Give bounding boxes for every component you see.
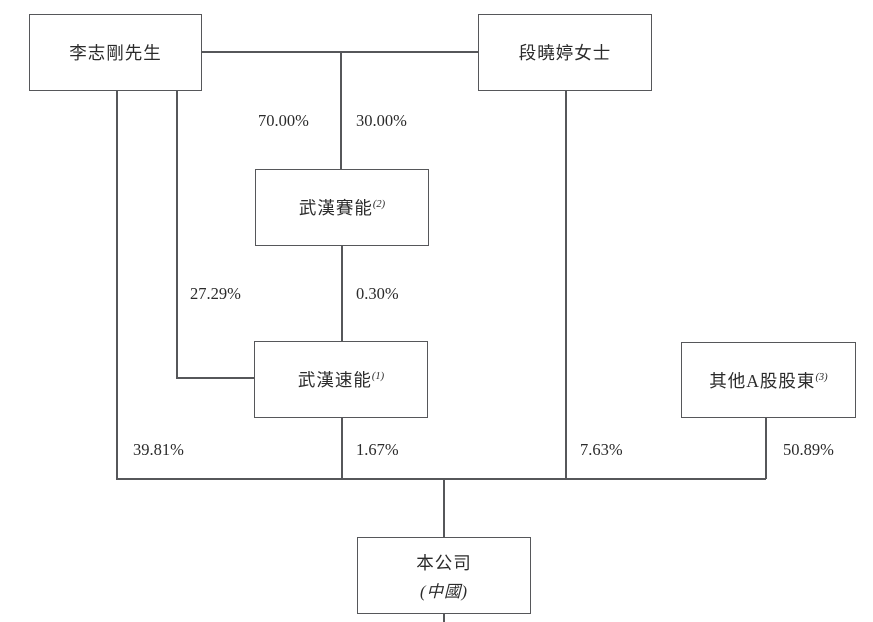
connector-saineng-to-suneng-line — [341, 246, 343, 341]
connector-other-to-company-line — [765, 418, 767, 479]
node-the-company-country-label: (中國) — [420, 581, 468, 601]
connector-li-to-company-line — [116, 91, 118, 479]
percent-li-company: 39.81% — [133, 440, 184, 459]
connector-suneng-to-company-line — [341, 418, 343, 479]
percent-li-saineng: 70.00% — [258, 111, 309, 130]
percent-duan-saineng: 30.00% — [356, 111, 407, 130]
node-wuhan-suneng: 武漢速能(1) — [254, 341, 428, 418]
node-wuhan-suneng-label: 武漢速能(1) — [297, 370, 385, 390]
node-duan-xiaoting: 段曉婷女士 — [478, 14, 652, 91]
node-wuhan-saineng: 武漢賽能(2) — [255, 169, 429, 246]
footnote-marker-3: (3) — [815, 371, 828, 383]
node-the-company: 本公司 (中國) — [357, 537, 531, 614]
percent-other-company: 50.89% — [783, 440, 834, 459]
node-the-company-label: 本公司 — [416, 552, 472, 573]
percent-saineng-suneng: 0.30% — [356, 284, 399, 303]
connector-li-duan-line — [202, 51, 478, 53]
percent-suneng-company: 1.67% — [356, 440, 399, 459]
node-other-a-share-holders-label: 其他A股股東(3) — [709, 370, 828, 391]
connector-down-to-saineng-line — [340, 52, 342, 169]
node-other-a-share-holders: 其他A股股東(3) — [681, 342, 856, 418]
percent-li-suneng: 27.29% — [190, 284, 241, 303]
connector-li-to-suneng-vline — [176, 91, 178, 378]
percent-duan-company: 7.63% — [580, 440, 623, 459]
connector-bus-to-company-line — [443, 479, 445, 537]
connector-li-to-suneng-hline — [176, 377, 254, 379]
node-li-zhigang-label: 李志剛先生 — [69, 43, 162, 63]
footnote-marker-2: (2) — [372, 199, 386, 211]
connector-company-down-stub-line — [443, 614, 445, 622]
node-li-zhigang: 李志剛先生 — [29, 14, 202, 91]
footnote-marker-1: (1) — [371, 371, 385, 383]
node-wuhan-saineng-label: 武漢賽能(2) — [298, 198, 386, 218]
node-duan-xiaoting-label: 段曉婷女士 — [518, 43, 612, 63]
connector-duan-to-company-line — [565, 91, 567, 479]
connector-bottom-bus-line — [116, 478, 766, 480]
